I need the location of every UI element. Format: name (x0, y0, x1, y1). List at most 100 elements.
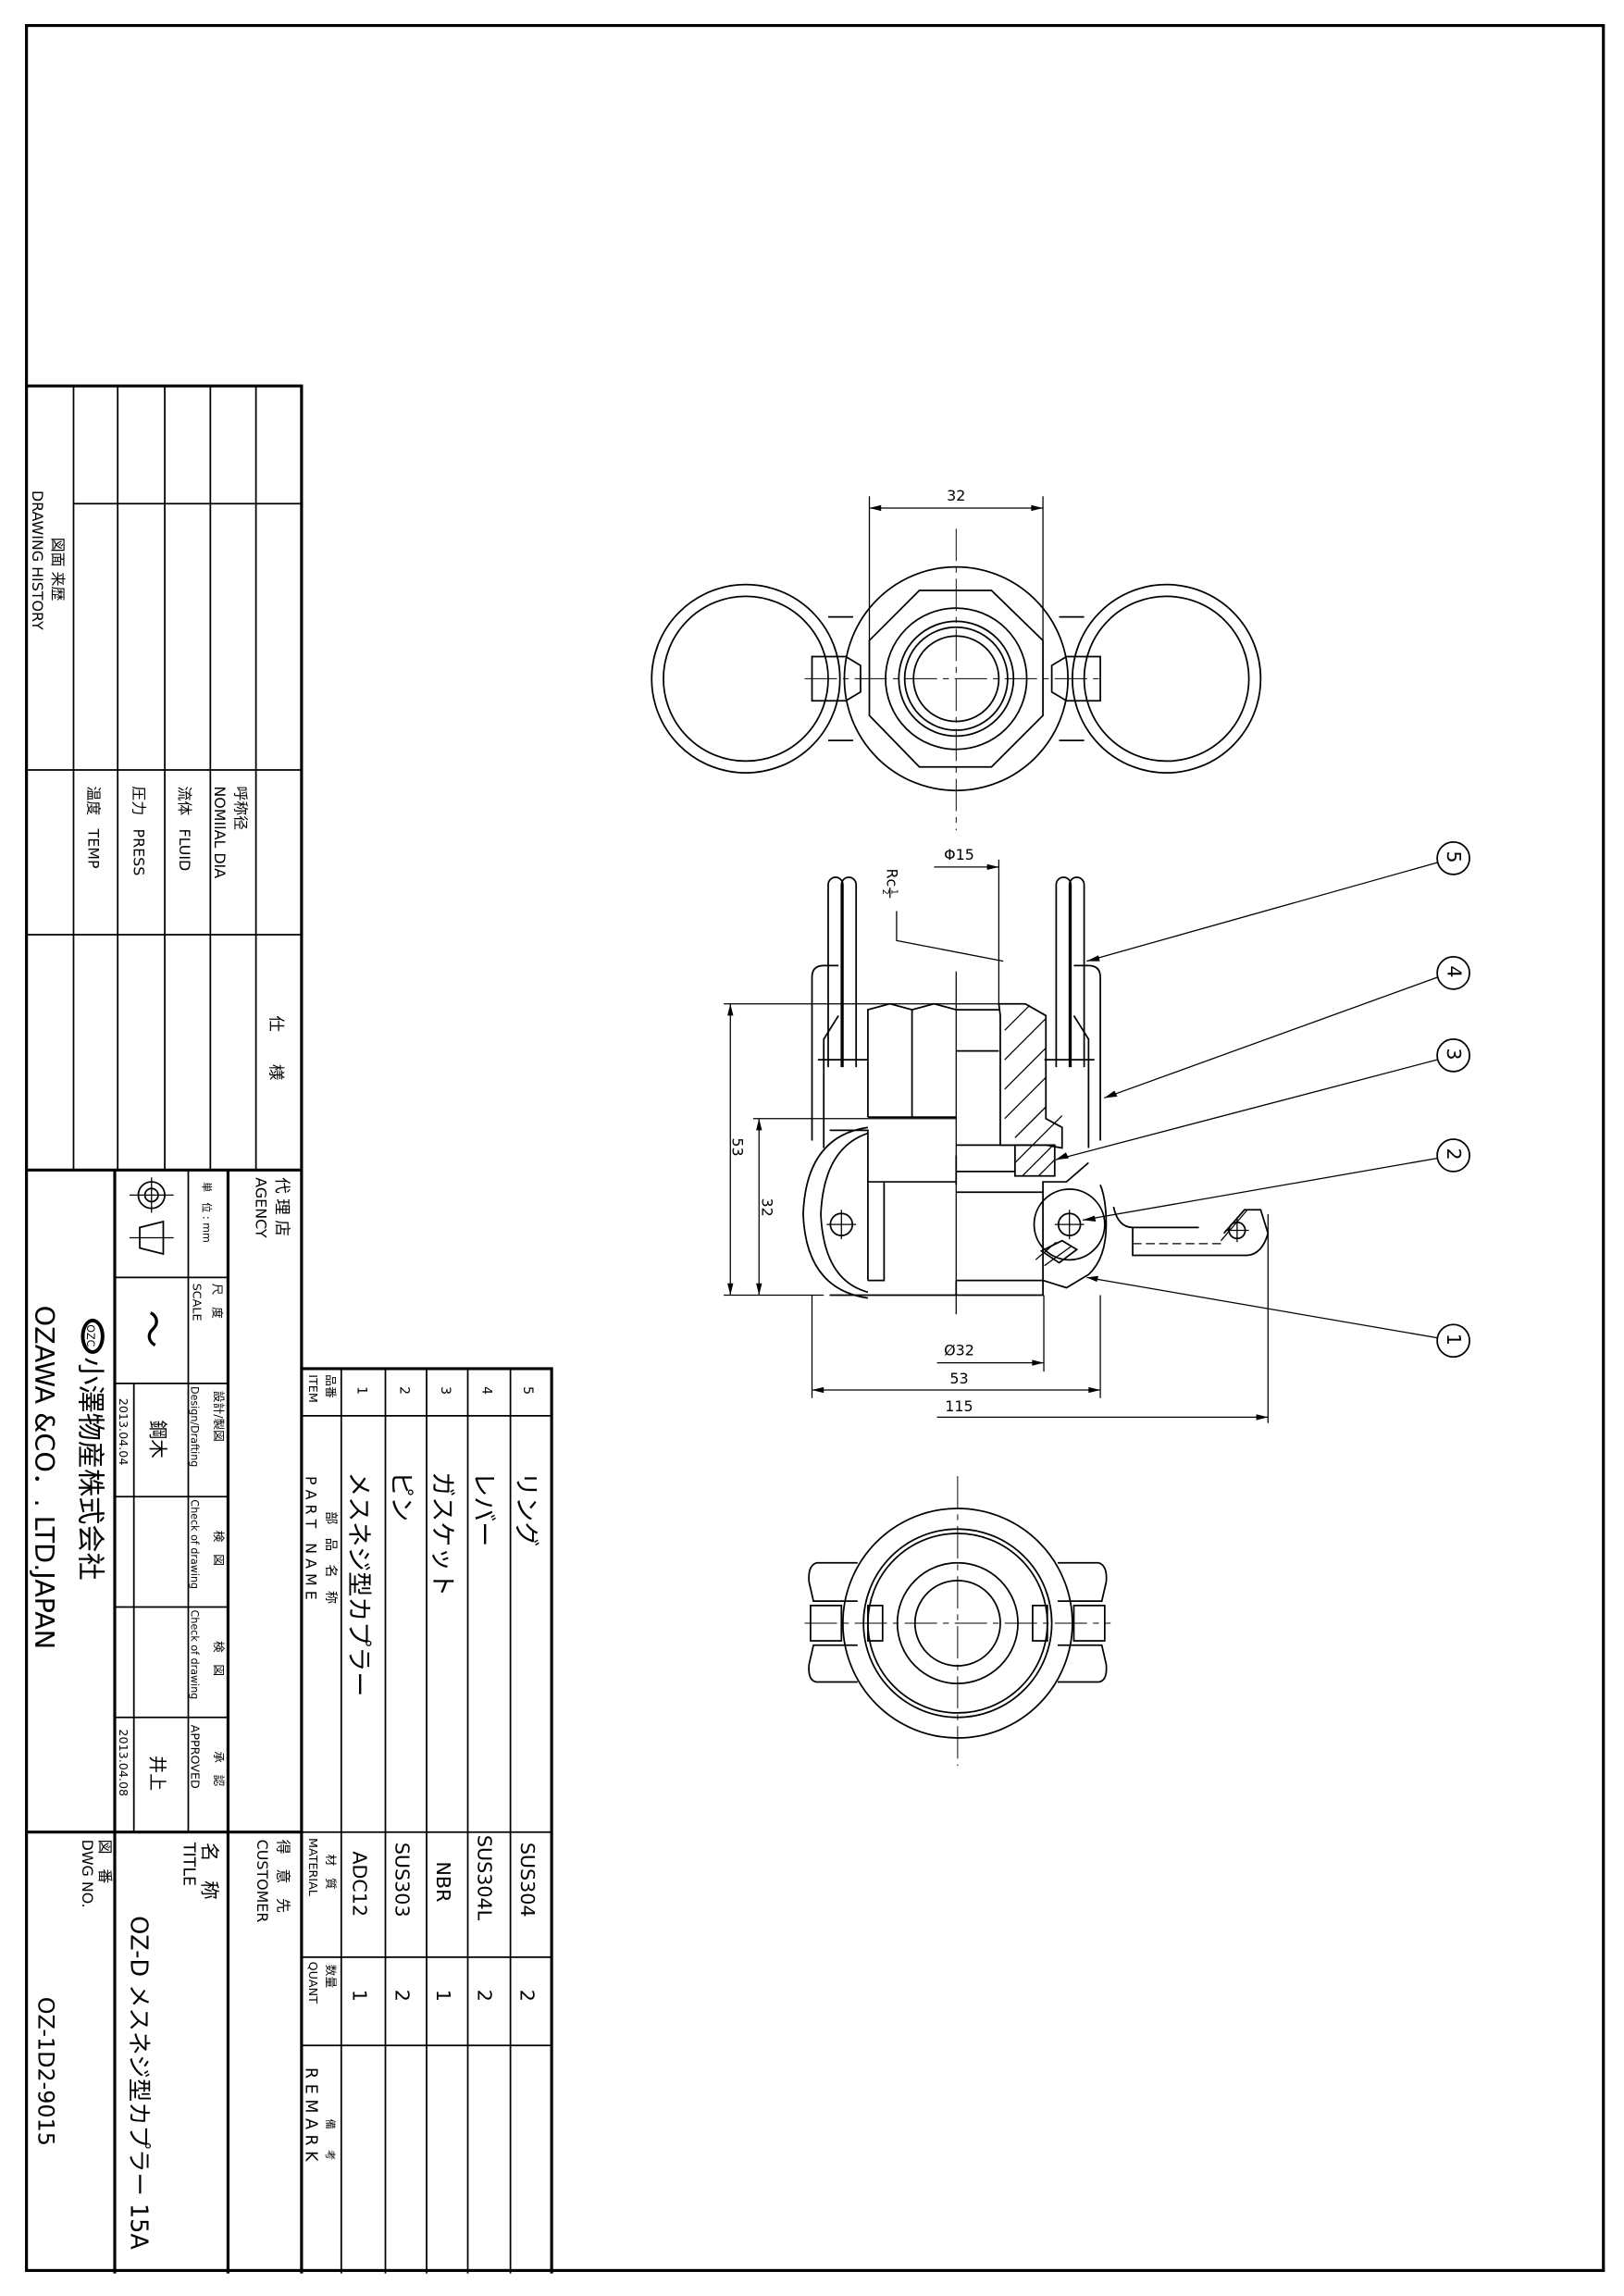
company-logo: OZC (81, 1318, 105, 1355)
thread-label: Rc (884, 868, 901, 887)
spec-press-en: PRESS (130, 829, 148, 876)
sheet-border (25, 23, 1605, 2273)
approved-name: 井上 (147, 1756, 167, 1791)
balloon-5: 5 (1436, 840, 1470, 875)
spec-header: 仕 様 (266, 1015, 284, 1080)
side-dim-body-width: 53 (949, 1370, 968, 1387)
thread-num: 1 (888, 889, 899, 895)
dwg-no-en: DWG NO. (79, 1840, 96, 1908)
side-dim-bore: Φ15 (944, 846, 974, 863)
header-item-jp: 品番 (324, 1374, 338, 1398)
parts-row: 5 リング SUS304 2 (512, 1386, 540, 2002)
header-name-en: P A R T N A M E (303, 1476, 320, 1600)
header-remark-jp: 備 考 (324, 2119, 336, 2160)
company-logo-text: OZC (84, 1324, 96, 1347)
part-material: SUS303 (391, 1843, 414, 1917)
side-dim-height: 53 (729, 1137, 747, 1156)
parts-row: 1 メスネジ型カプラー ADC12 1 (343, 1386, 372, 2002)
spec-temp-jp: 温度 (84, 786, 102, 815)
design-date: 2013.04.04 (117, 1398, 130, 1466)
check2-jp: 検 図 (212, 1641, 226, 1676)
spec-nominal-dia-en: NOMIlAL DIA (211, 786, 229, 878)
part-item: 5 (520, 1386, 535, 1395)
part-material: ADC12 (349, 1851, 371, 1917)
balloon-4-label: 4 (1443, 965, 1465, 977)
company-name-en: OZAWA &CO．. LTD.JAPAN (29, 1306, 60, 1650)
spec-fluid-jp: 流体 (176, 786, 193, 815)
history-title-en: DRAWING HISTORY (29, 490, 46, 630)
design-en: Design/Drafting (189, 1386, 201, 1467)
header-material-jp: 材 質 (324, 1855, 338, 1890)
header-material-en: MATERIAL (306, 1838, 320, 1897)
header-quant-en: QUANT (306, 1962, 320, 2004)
title-en: TITLE (180, 1842, 198, 1886)
side-dim-diameter: Ø32 (944, 1342, 974, 1359)
parts-row: 2 ピン SUS303 2 (386, 1386, 415, 2002)
part-item: 3 (438, 1386, 452, 1395)
bottom-view (804, 1475, 1111, 1767)
spec-nominal-dia-jp: 呼称径 (231, 786, 249, 830)
spec-temp-en: TEMP (84, 828, 102, 869)
header-item-en: ITEM (306, 1374, 320, 1403)
parts-list-header: 品番 ITEM 部 品 名 称 P A R T N A M E 材 質 MATE… (302, 1374, 339, 2162)
side-view: 53 32 Φ15 Rc 1 2 Ø32 53 115 (724, 846, 1270, 1423)
thread-den: 2 (880, 889, 890, 895)
approval-block: 代 理 店 AGENCY 単 位 : mm 尺 度 SCALE 〜 設計/製図 … (26, 1170, 302, 2274)
part-quant: 1 (432, 1990, 454, 2002)
unit-label: 単 位 : mm (200, 1182, 213, 1243)
part-name: ガスケット (428, 1471, 456, 1596)
part-quant: 2 (516, 1990, 539, 2002)
part-balloons: 5 4 3 2 1 (1055, 840, 1470, 1359)
part-material: SUS304 (516, 1843, 539, 1917)
top-view: 32 (651, 487, 1262, 831)
scale-jp: 尺 度 (211, 1284, 225, 1319)
third-angle-projection-icon (129, 1177, 174, 1256)
customer-jp: 得 意 先 (274, 1840, 291, 1914)
header-quant-jp: 数量 (324, 1965, 338, 1989)
history-title-jp: 図面 来歴 (49, 538, 67, 602)
balloon-4: 4 (1436, 955, 1470, 990)
spec-fluid-en: FLUID (176, 829, 193, 872)
agency-en: AGENCY (253, 1177, 270, 1238)
agency-jp: 代 理 店 (272, 1177, 291, 1236)
approved-date: 2013.04.08 (117, 1729, 130, 1796)
spec-temp-label: 温度 TEMP (84, 786, 102, 869)
drawing-history-block: 図面 来歴 DRAWING HISTORY 仕 様 呼称径 NOMIlAL DI… (26, 384, 304, 1369)
part-name: メスネジ型カプラー (343, 1471, 372, 1696)
part-quant: 2 (391, 1990, 414, 2002)
check1-jp: 検 図 (212, 1531, 226, 1566)
parts-list-table: 品番 ITEM 部 品 名 称 P A R T N A M E 材 質 MATE… (300, 1367, 553, 2274)
approved-jp: 承 認 (212, 1751, 226, 1786)
part-item: 4 (478, 1386, 493, 1395)
approved-en: APPROVED (189, 1725, 203, 1789)
spec-press-jp: 圧力 (130, 786, 148, 815)
thread-callout: Rc 1 2 (880, 868, 1004, 962)
balloon-1: 1 (1436, 1323, 1470, 1359)
spec-fluid-label: 流体 FLUID (176, 786, 193, 871)
part-name: リング (512, 1471, 540, 1546)
balloon-2: 2 (1436, 1138, 1470, 1173)
side-dim-lower-height: 32 (758, 1198, 775, 1217)
title-value: OZ-D メスネジ型カプラー 15A (125, 1916, 153, 2250)
check2-en: Check of drawing (189, 1610, 201, 1700)
header-remark-en: R E M A R K (302, 2067, 320, 2162)
part-quant: 2 (474, 1990, 496, 2002)
balloon-3-label: 3 (1443, 1048, 1465, 1060)
customer-en: CUSTOMER (254, 1840, 271, 1923)
balloon-1-label: 1 (1443, 1334, 1465, 1346)
part-item: 2 (396, 1386, 411, 1395)
dwg-no-jp: 図 番 (96, 1840, 114, 1884)
parts-row: 3 ガスケット NBR 1 (428, 1386, 456, 2002)
dwg-no-value: OZ-1D2-9015 (32, 1997, 58, 2146)
balloon-2-label: 2 (1443, 1148, 1465, 1160)
balloon-3: 3 (1436, 1037, 1470, 1073)
parts-row: 4 レバー SUS304L 2 (468, 1386, 497, 2002)
part-quant: 1 (349, 1990, 371, 2002)
title-block: 得 意 先 CUSTOMER 名 称 TITLE OZ-D メスネジ型カプラー … (32, 1840, 291, 2251)
part-material: SUS304L (474, 1835, 496, 1921)
title-jp: 名 称 (198, 1843, 220, 1900)
spec-press-label: 圧力 PRESS (130, 786, 148, 875)
side-dim-overall: 115 (945, 1397, 973, 1415)
part-material: NBR (432, 1861, 454, 1902)
